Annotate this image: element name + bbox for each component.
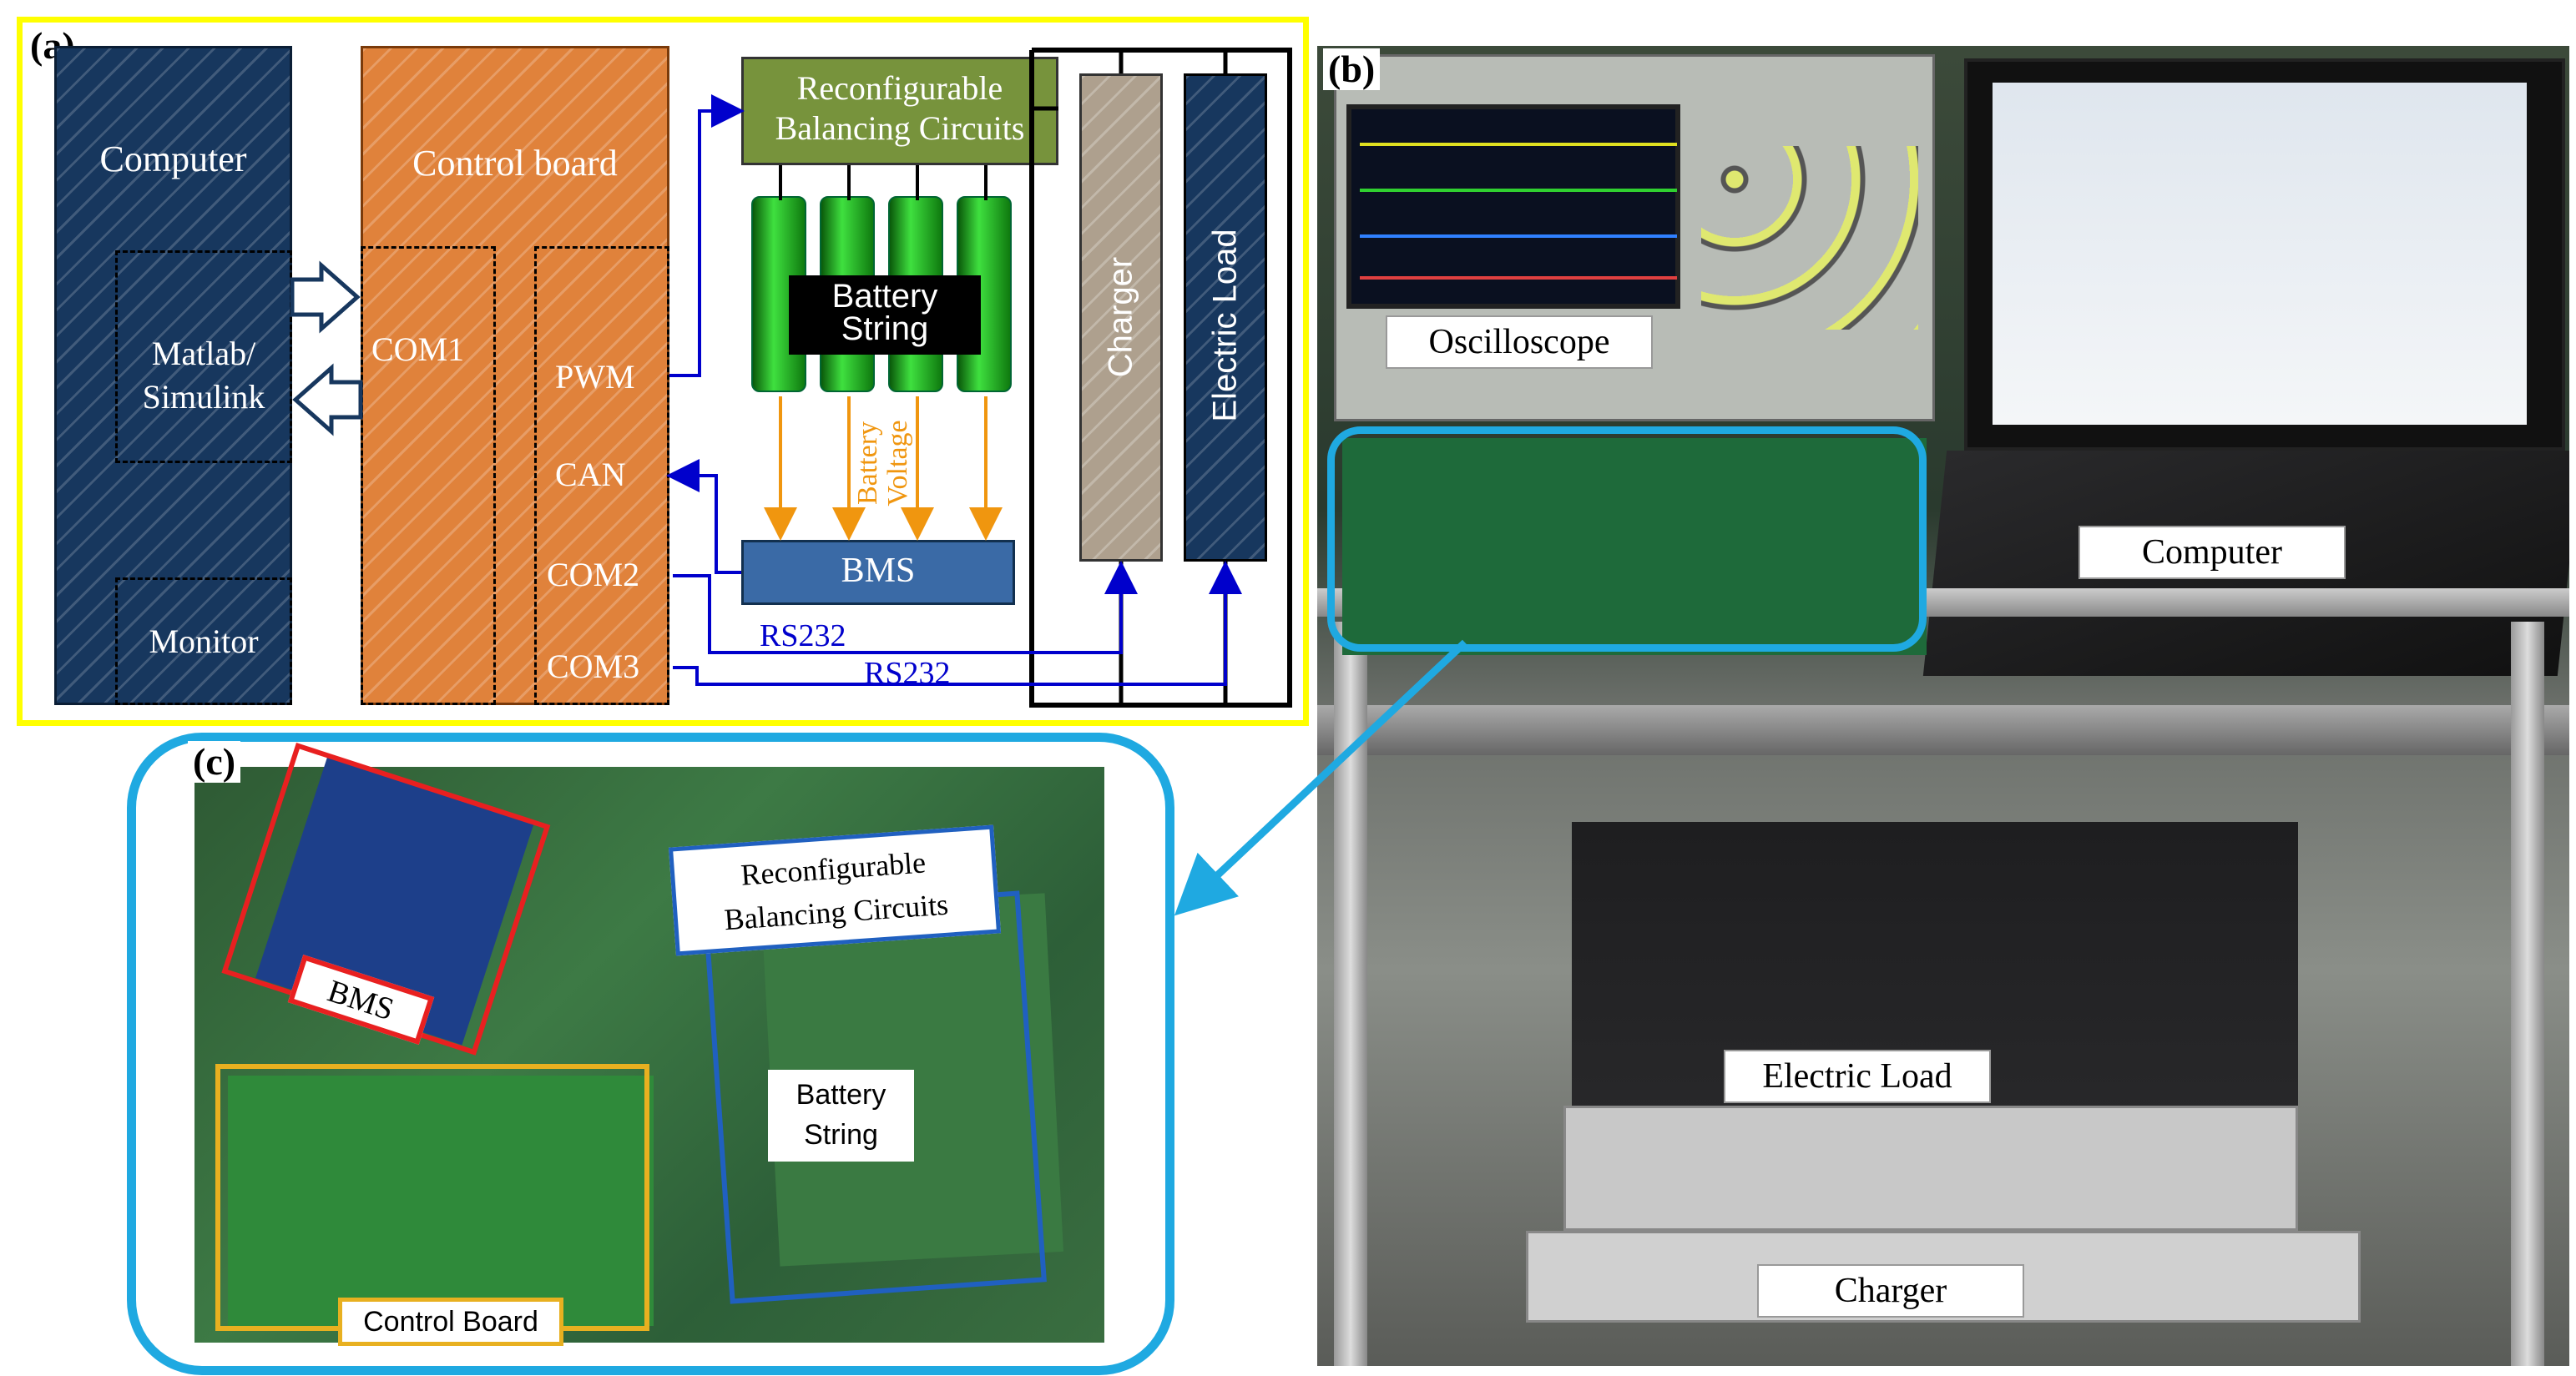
laptop-screen	[1964, 58, 2565, 451]
electric-load-front	[1563, 1106, 2298, 1231]
photo-b	[1317, 46, 2569, 1366]
cart-shelf	[1317, 705, 2569, 755]
battery-label-line1: Battery	[831, 278, 938, 315]
monitor-dashed-box	[115, 577, 292, 705]
charger-photo-label: Charger	[1757, 1264, 2024, 1318]
control-board-photo-label: Control Board	[338, 1298, 563, 1346]
cart-leg-left	[1334, 622, 1367, 1366]
photo-c	[194, 755, 1104, 1343]
rbc-label-line1: Reconfigurable	[796, 69, 1003, 107]
computer-photo-label: Computer	[2078, 526, 2346, 579]
oscilloscope-label: Oscilloscope	[1386, 315, 1653, 369]
charger-block	[1079, 73, 1163, 562]
trace-yellow	[1360, 143, 1677, 146]
pcb-area	[1342, 438, 1927, 655]
com1-label: COM1	[371, 330, 465, 368]
trace-red	[1360, 276, 1677, 280]
battery-photo-label-line2: String	[804, 1119, 878, 1151]
battery-string-label-bg	[789, 275, 981, 355]
control-board-highlight-box	[215, 1064, 649, 1331]
com3-label: COM3	[547, 648, 640, 685]
rbc-label-line2: Balancing Circuits	[775, 109, 1025, 147]
panel-c-letter: (c)	[188, 741, 241, 783]
bms-block	[741, 540, 1015, 605]
rs232-label-1: RS232	[760, 618, 846, 653]
control-board	[228, 1076, 654, 1326]
matlab-label-line2: Simulink	[142, 378, 265, 416]
rs232-label-2: RS232	[864, 656, 951, 691]
diagram-a-wires	[290, 48, 1292, 708]
laptop-display	[1993, 83, 2527, 425]
monitor-label: Monitor	[149, 622, 259, 660]
battery-photo-label-line1: Battery	[796, 1079, 886, 1111]
oscilloscope-screen	[1346, 104, 1680, 309]
control-board-label: Control board	[412, 143, 618, 184]
matlab-dashed-box	[115, 250, 292, 463]
can-label: CAN	[555, 456, 626, 493]
battery-photo-label: Battery String	[768, 1070, 914, 1162]
battery-label-line2: String	[841, 310, 929, 347]
trace-green	[1360, 189, 1677, 192]
matlab-label-line1: Matlab/	[151, 335, 256, 372]
battery-voltage-label: Battery Voltage	[852, 420, 913, 507]
cart-leg-right	[2511, 622, 2544, 1366]
pwm-label: PWM	[555, 358, 635, 396]
electric-load-block	[1184, 73, 1267, 562]
trace-blue	[1360, 234, 1677, 238]
panel-b-letter: (b)	[1323, 48, 1381, 90]
bms-label: BMS	[841, 552, 916, 590]
electric-load-photo-label: Electric Load	[1724, 1050, 1991, 1103]
battery-voltage-line1: Battery	[852, 421, 883, 506]
com1-dashed-box	[361, 246, 496, 705]
battery-voltage-line2: Voltage	[882, 420, 913, 507]
rbc-photo-label: Reconfigurable Balancing Circuits	[668, 824, 1002, 956]
oscilloscope-controls	[1701, 146, 1918, 330]
computer-block	[54, 46, 292, 705]
rbc-block	[741, 57, 1058, 165]
photo-b-callout	[1327, 426, 1927, 652]
photo-c-frame	[127, 733, 1174, 1375]
com2-label: COM2	[547, 556, 640, 593]
computer-label: Computer	[99, 139, 247, 179]
